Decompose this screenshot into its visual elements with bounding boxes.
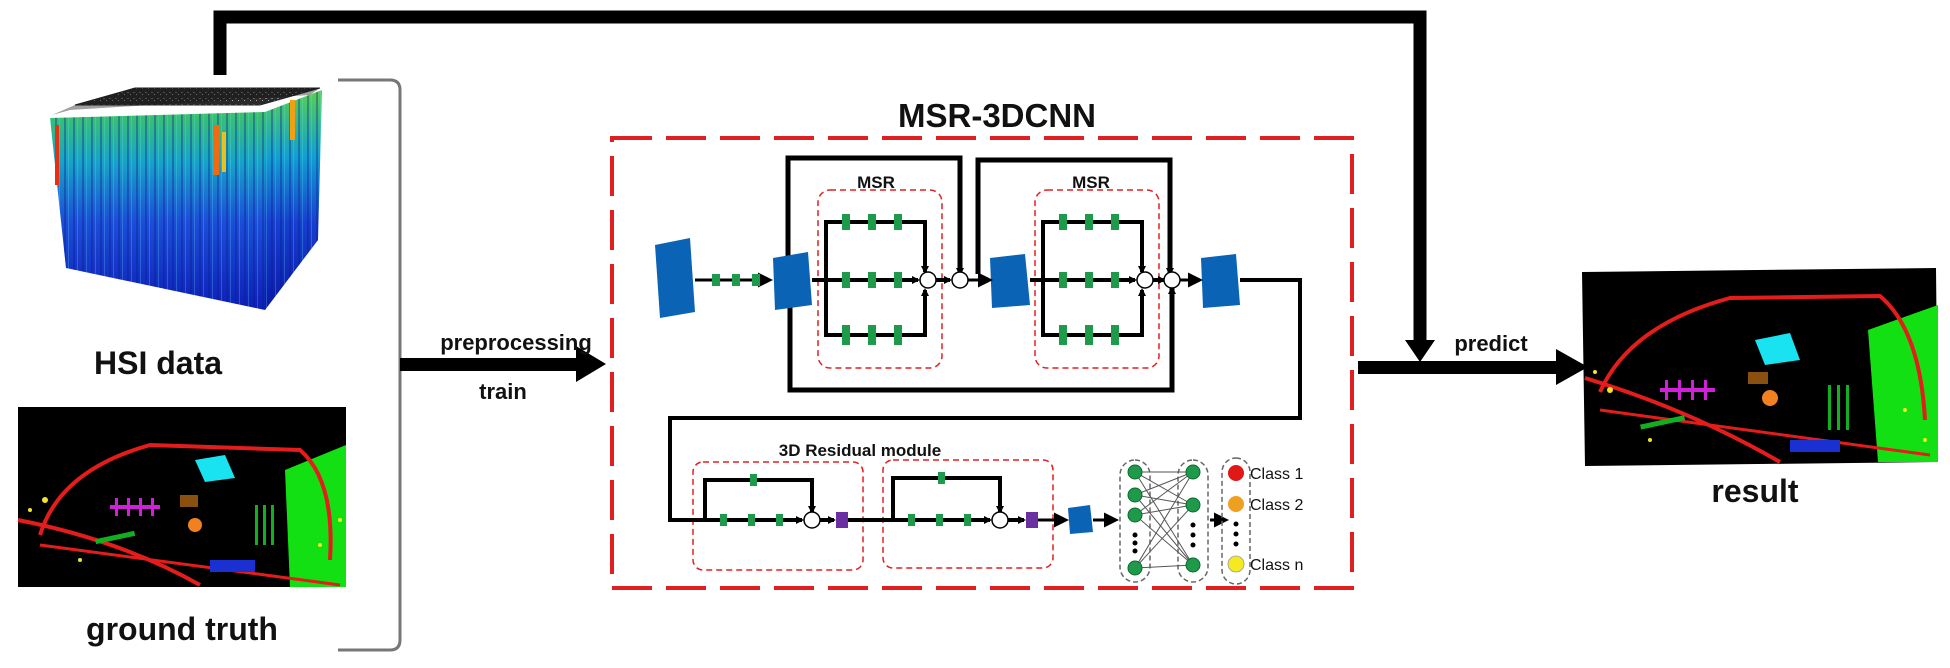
residual-1-sum <box>803 511 821 529</box>
class-1-label: Class 1 <box>1250 466 1303 483</box>
msr-1-sum-b <box>951 271 969 289</box>
fc-layer-1 <box>1119 459 1151 583</box>
predict-arrow-head <box>1556 349 1588 385</box>
msr-2-nodes <box>1059 214 1119 345</box>
class-ellipsis <box>1233 521 1239 547</box>
skip-loop-3 <box>787 286 1176 393</box>
result-label: result <box>1711 473 1798 509</box>
msr-label-2: MSR <box>1072 173 1110 192</box>
fc-connections <box>1134 471 1194 569</box>
residual-module-2 <box>882 459 1054 569</box>
model-title: MSR-3DCNN <box>898 97 1096 134</box>
msr-2-sum-a <box>1136 271 1154 289</box>
row-connector <box>668 278 1302 522</box>
msr-label-1: MSR <box>857 173 895 192</box>
residual-2-sum <box>991 511 1009 529</box>
hsi-data-cube <box>50 87 322 310</box>
conv-block-2 <box>773 252 812 310</box>
conv-block-1 <box>655 238 695 318</box>
result-map <box>1582 268 1938 466</box>
top-bypass-line <box>213 10 1427 340</box>
hsi-data-label: HSI data <box>94 345 222 381</box>
ground-truth-label: ground truth <box>86 611 278 647</box>
residual-2-nodes <box>908 472 971 526</box>
class-output-layer <box>1221 457 1251 585</box>
residual-1-nodes <box>720 474 783 526</box>
fc-nodes <box>1127 464 1201 576</box>
class-1-node <box>1228 465 1244 481</box>
skip-loop-2 <box>975 157 1174 276</box>
residual-1-output <box>836 512 848 528</box>
class-n-node <box>1227 555 1245 573</box>
conv-block-5 <box>1068 505 1093 534</box>
conv-block-4 <box>1201 254 1240 308</box>
train-arrow-shaft <box>400 358 578 371</box>
ground-truth-map <box>17 407 346 587</box>
msr-2-sum-b <box>1163 271 1181 289</box>
train-label: train <box>479 379 527 404</box>
predict-label: predict <box>1454 331 1528 356</box>
predict-arrow-shaft <box>1358 361 1558 374</box>
top-bypass-arrowhead <box>1405 340 1435 362</box>
msr-1-sum-a <box>919 271 937 289</box>
msr-1-nodes <box>842 214 902 345</box>
class-2-node <box>1228 496 1244 512</box>
preprocessing-label: preprocessing <box>440 330 592 355</box>
input-bracket <box>338 78 402 652</box>
fc-ellipsis <box>1132 522 1196 554</box>
residual-module-label: 3D Residual module <box>779 441 941 460</box>
class-2-label: Class 2 <box>1250 497 1303 514</box>
residual-2-output <box>1026 512 1038 528</box>
class-n-label: Class n <box>1250 557 1303 574</box>
skip-loop-1 <box>785 155 964 276</box>
conv-block-3 <box>990 254 1030 308</box>
residual-module-1 <box>692 461 864 571</box>
input-chain-nodes <box>712 274 760 286</box>
train-arrow-head <box>576 346 606 382</box>
